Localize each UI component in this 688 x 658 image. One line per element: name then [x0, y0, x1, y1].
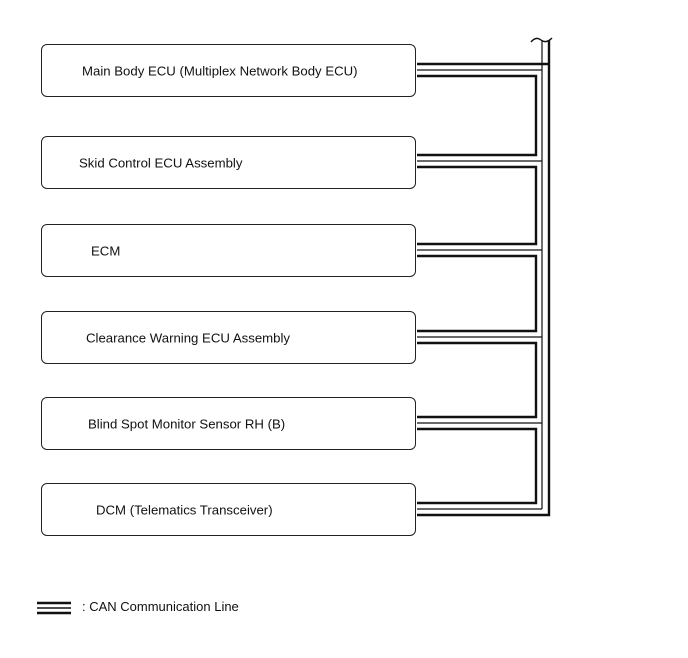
ecu-box-blind-spot-monitor: Blind Spot Monitor Sensor RH (B) [41, 397, 416, 450]
ecu-box-main-body: Main Body ECU (Multiplex Network Body EC… [41, 44, 416, 97]
can-strand-middle [417, 40, 543, 510]
trunk-break-mark [530, 37, 553, 43]
ecu-box-skid-control: Skid Control ECU Assembly [41, 136, 416, 189]
ecu-label-skid-control: Skid Control ECU Assembly [79, 155, 243, 170]
legend: : CAN Communication Line [37, 598, 277, 618]
can-line-legend-swatch [37, 601, 71, 615]
ecu-label-dcm: DCM (Telematics Transceiver) [96, 502, 273, 517]
ecu-box-dcm: DCM (Telematics Transceiver) [41, 483, 416, 536]
can-strand-outer [417, 40, 551, 517]
ecu-box-clearance-warning: Clearance Warning ECU Assembly [41, 311, 416, 364]
ecu-label-main-body: Main Body ECU (Multiplex Network Body EC… [82, 63, 358, 78]
ecu-label-blind-spot-monitor: Blind Spot Monitor Sensor RH (B) [88, 416, 286, 431]
ecu-label-ecm: ECM [91, 243, 121, 258]
ecu-box-ecm: ECM [41, 224, 416, 277]
ecu-label-clearance-warning: Clearance Warning ECU Assembly [86, 330, 290, 345]
legend-label: : CAN Communication Line [82, 599, 239, 614]
can-strand-inner [417, 74, 538, 505]
